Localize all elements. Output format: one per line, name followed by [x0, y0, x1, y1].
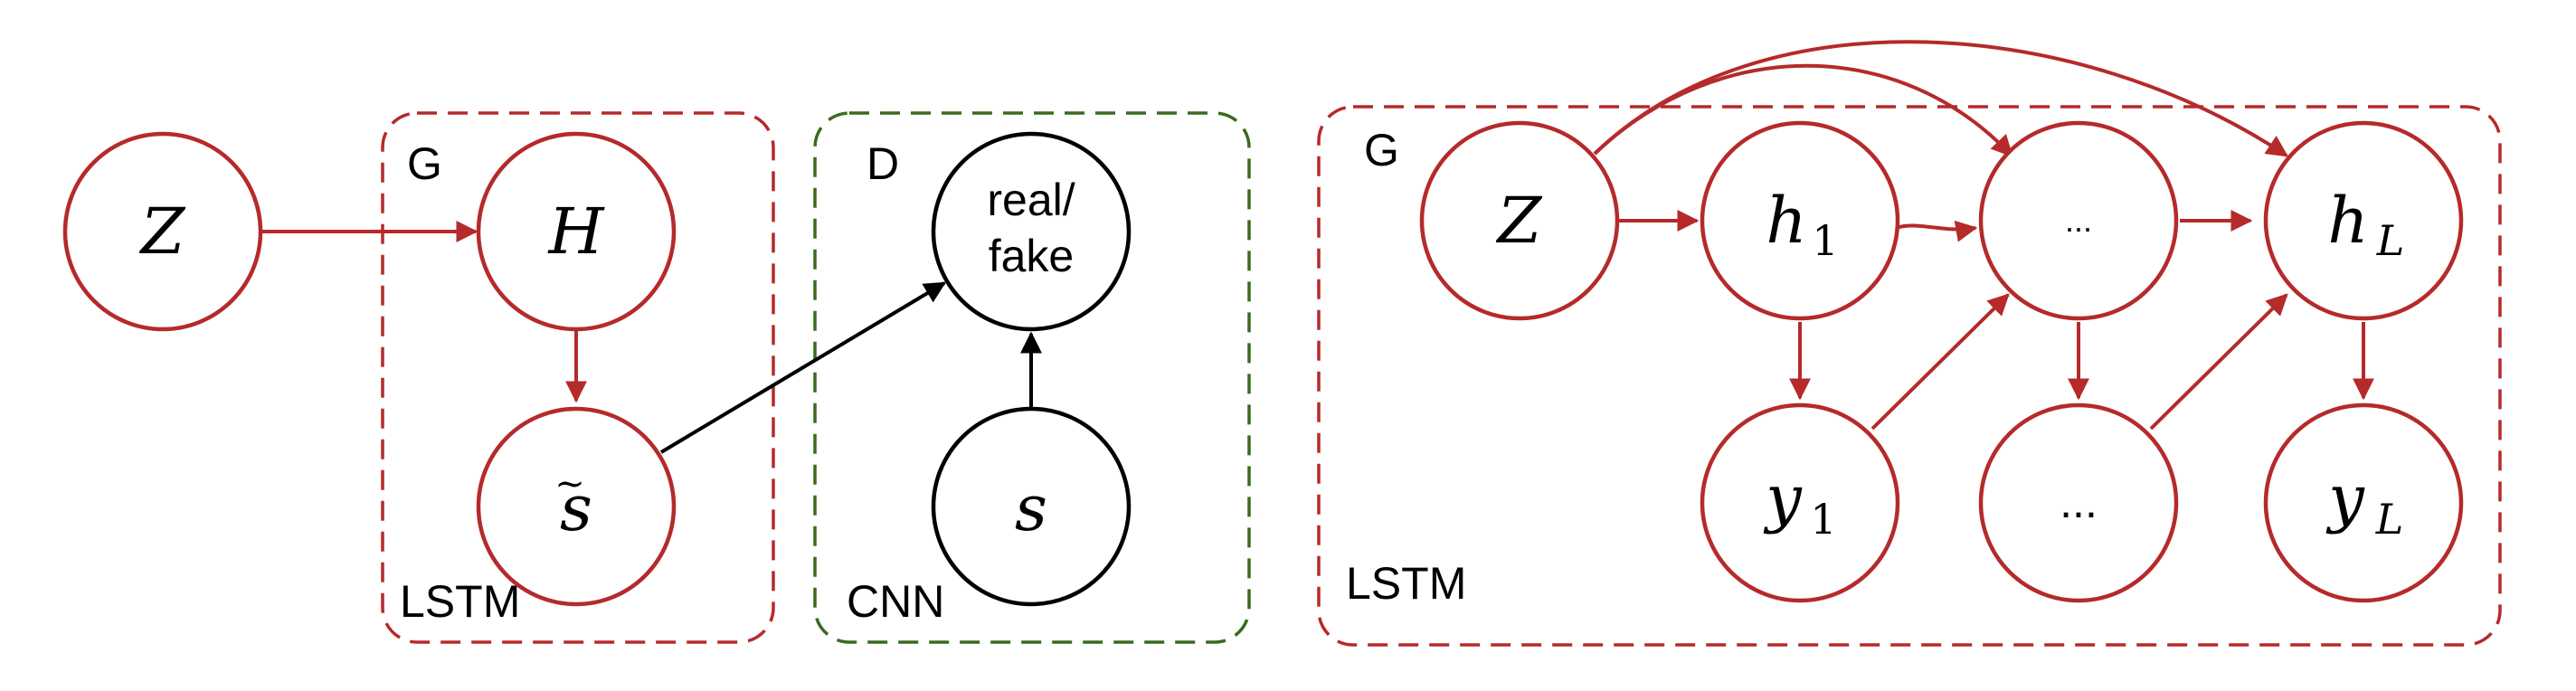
- node-h: H: [476, 131, 677, 332]
- node-h1: h 1: [1700, 120, 1900, 321]
- svg-text:fake: fake: [989, 231, 1075, 281]
- generator-box-sublabel: LSTM: [400, 576, 520, 627]
- svg-text:L: L: [2376, 216, 2405, 265]
- node-s: s: [931, 406, 1132, 607]
- discriminator-box-sublabel: CNN: [847, 576, 944, 627]
- node-z-left: Z: [62, 131, 263, 332]
- discriminator-box: [813, 111, 1251, 644]
- svg-text:real/: real/: [987, 175, 1075, 225]
- svg-text:y: y: [2325, 461, 2365, 535]
- svg-text:...: ...: [2060, 477, 2098, 527]
- generator-box-right-sublabel: LSTM: [1346, 558, 1466, 609]
- svg-text:h: h: [2327, 184, 2368, 258]
- svg-text:1: 1: [1810, 495, 1836, 544]
- node-hL: h L: [2263, 120, 2464, 321]
- generator-box-right-label: G: [1364, 125, 1399, 175]
- svg-text:h: h: [1766, 184, 1806, 258]
- edge-y1-to-hdots: [1870, 293, 2010, 431]
- discriminator-box-label: D: [867, 138, 899, 189]
- edge-s-tilde-to-discriminator: [659, 281, 947, 454]
- svg-text:...: ...: [2065, 202, 2092, 239]
- tilde-mark: ~: [554, 463, 585, 505]
- svg-text:s: s: [1015, 471, 1047, 545]
- edge-z-to-hL-curve: [1593, 40, 2288, 157]
- generator-box-label: G: [407, 138, 442, 189]
- node-y-dots: ...: [1978, 402, 2179, 603]
- node-s-tilde: s ~: [476, 406, 677, 607]
- node-y1: y 1: [1700, 402, 1900, 603]
- node-real-fake: real/ fake: [931, 131, 1132, 332]
- edge-ydots-to-hL: [2149, 293, 2288, 431]
- svg-text:1: 1: [1812, 216, 1838, 265]
- svg-text:y: y: [1763, 461, 1803, 535]
- svg-text:s: s: [560, 471, 592, 545]
- svg-text:Z: Z: [139, 194, 186, 269]
- node-z-right: Z: [1419, 120, 1620, 321]
- generator-box-right: [1317, 105, 2502, 647]
- svg-text:H: H: [546, 194, 605, 269]
- svg-text:Z: Z: [1496, 184, 1543, 258]
- generator-box: [381, 111, 775, 644]
- svg-text:L: L: [2375, 495, 2404, 544]
- edge-h1-to-hdots: [1895, 220, 1978, 242]
- node-h-dots: ...: [1978, 120, 2179, 321]
- node-yL: y L: [2263, 402, 2464, 603]
